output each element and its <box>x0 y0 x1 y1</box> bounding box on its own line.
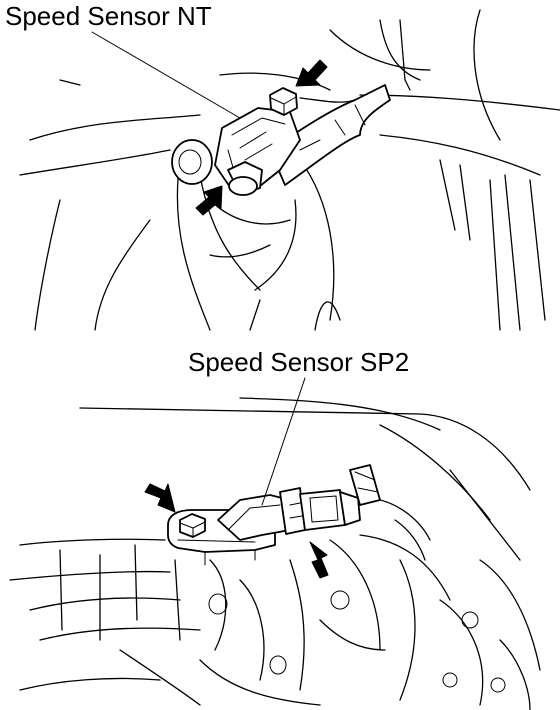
top-wire-harness <box>269 84 391 186</box>
top-bracket <box>299 97 356 103</box>
top-sensor-body <box>227 161 263 196</box>
top-arrow-sensor <box>195 185 223 216</box>
bottom-arrow-bolt <box>144 483 176 513</box>
top-illustration: Speed Sensor NT <box>5 1 560 331</box>
top-arrow-bolt <box>295 59 328 87</box>
bottom-arrow-connector <box>309 541 329 579</box>
label-speed-sensor-nt: Speed Sensor NT <box>5 1 212 31</box>
bottom-case-bolts <box>208 590 506 693</box>
bottom-wire-harness <box>349 464 381 506</box>
top-leader-line <box>91 31 241 119</box>
top-boss <box>171 139 213 185</box>
bottom-mounting-bolt <box>179 513 206 538</box>
label-speed-sensor-sp2: Speed Sensor SP2 <box>188 347 409 377</box>
top-mounting-bolt <box>269 87 298 116</box>
bottom-leader-line <box>261 377 306 506</box>
bottom-illustration: Speed Sensor SP2 <box>9 347 541 710</box>
bottom-case-outline <box>9 397 541 710</box>
bottom-sensor-connector <box>279 487 361 535</box>
top-case-outline <box>19 9 560 331</box>
